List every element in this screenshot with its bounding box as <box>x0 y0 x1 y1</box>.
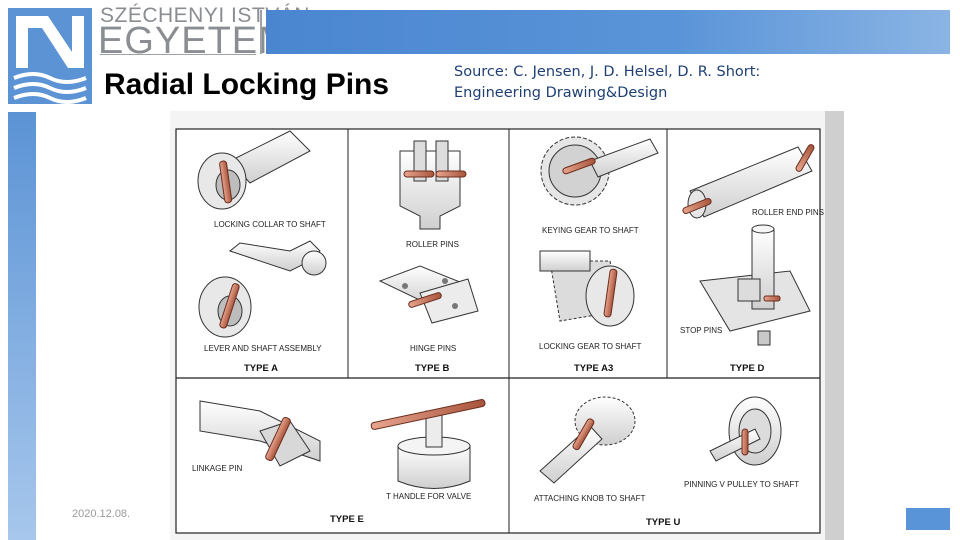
label-linkage-pin: LINKAGE PIN <box>192 464 242 473</box>
divider <box>260 10 262 54</box>
locking-collar-drawing <box>197 130 311 210</box>
roller-end-pins-drawing <box>682 144 815 219</box>
source-citation: Source: C. Jensen, J. D. Helsel, D. R. S… <box>454 62 760 104</box>
type-a-label: TYPE A <box>244 363 278 374</box>
label-keying-gear: KEYING GEAR TO SHAFT <box>542 226 639 235</box>
hinge-pins-drawing <box>378 265 479 324</box>
label-locking-gear: LOCKING GEAR TO SHAFT <box>539 342 642 351</box>
footer-accent-bar <box>906 508 950 530</box>
university-logo <box>8 8 92 104</box>
locking-gear-drawing <box>539 250 635 327</box>
stop-pins-drawing <box>699 224 811 346</box>
label-locking-collar: LOCKING COLLAR TO SHAFT <box>214 220 326 229</box>
lever-shaft-drawing <box>198 240 327 338</box>
label-roller-pins: ROLLER PINS <box>406 240 459 249</box>
keying-gear-drawing <box>540 136 659 206</box>
roller-pins-drawing <box>399 140 467 230</box>
label-stop-pins: STOP PINS <box>680 326 722 335</box>
type-b-label: TYPE B <box>415 363 449 374</box>
slide-date: 2020.12.08. <box>72 508 131 520</box>
type-d-label: TYPE D <box>730 363 764 374</box>
pins-drawing: LOCKING COLLAR TO SHAFT ROLLER PINS KEYI… <box>170 111 844 540</box>
type-e-label: TYPE E <box>330 514 364 525</box>
university-name-line1: SZÉCHENYI ISTVÁN <box>100 4 310 27</box>
v-pulley-drawing <box>709 396 782 466</box>
side-bar <box>8 112 36 540</box>
pins-illustration: LOCKING COLLAR TO SHAFT ROLLER PINS KEYI… <box>170 111 844 540</box>
t-handle-drawing <box>370 399 486 489</box>
source-line-1: Source: C. Jensen, J. D. Helsel, D. R. S… <box>454 64 761 80</box>
label-lever-shaft: LEVER AND SHAFT ASSEMBLY <box>204 344 322 353</box>
label-hinge-pins: HINGE PINS <box>410 344 456 353</box>
linkage-pin-drawing <box>199 400 321 467</box>
label-t-handle: T HANDLE FOR VALVE <box>386 492 471 501</box>
attaching-knob-drawing <box>539 396 636 484</box>
university-name-line2: EGYETEM <box>98 20 291 62</box>
label-pinning-pulley: PINNING V PULLEY TO SHAFT <box>684 480 799 489</box>
type-u-label: TYPE U <box>646 517 680 528</box>
label-roller-end-pins: ROLLER END PINS <box>752 208 824 217</box>
header-bar <box>266 10 950 54</box>
slide-title: Radial Locking Pins <box>104 68 390 101</box>
type-a3-label: TYPE A3 <box>574 363 613 374</box>
source-line-2: Engineering Drawing&Design <box>454 85 668 101</box>
label-attaching-knob: ATTACHING KNOB TO SHAFT <box>534 494 646 503</box>
divider <box>100 54 256 55</box>
